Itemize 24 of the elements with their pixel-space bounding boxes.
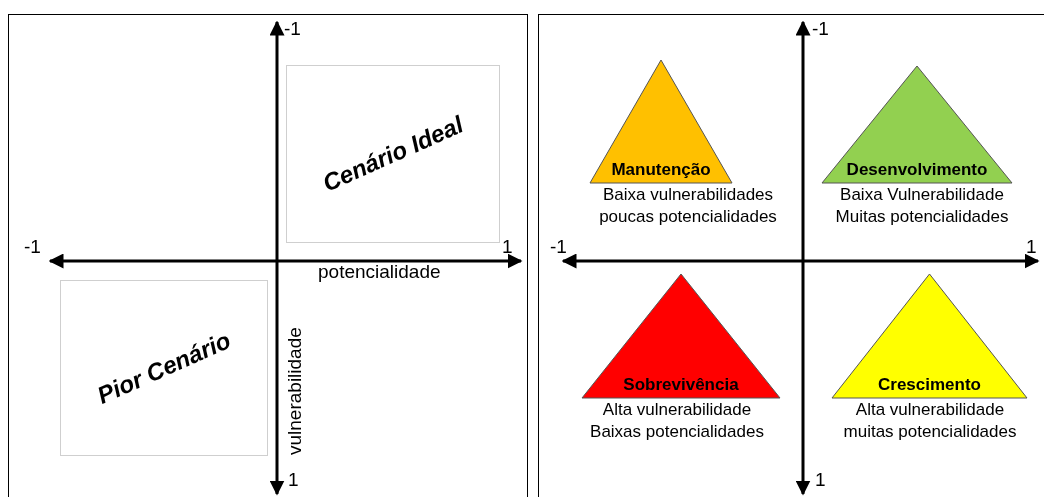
axis-title: potencialidade [318, 262, 441, 281]
triangle-title: Crescimento [878, 375, 981, 395]
triangle-title: Sobrevivência [623, 375, 739, 395]
quadrant-description: Baixa Vulnerabilidade Muitas potencialidades [834, 184, 1010, 228]
axis-tick-label: -1 [284, 19, 301, 38]
triangle-shape [582, 274, 780, 398]
quadrant-description: Baixa vulnerabilidades poucas potencialidades [598, 184, 778, 228]
axis-tick-label: -1 [24, 237, 41, 256]
axis-title: vulnerabilidade [285, 327, 304, 455]
axis-tick-label: -1 [812, 19, 829, 38]
triangle-title: Manutenção [611, 160, 711, 180]
triangle-shape [832, 274, 1027, 398]
axis-tick-label: 1 [815, 470, 826, 489]
triangle-shape [590, 60, 732, 183]
triangle-title: Desenvolvimento [846, 160, 988, 180]
quadrant-description: Alta vulnerabilidade Baixas potencialidades [589, 399, 765, 443]
axis-tick-label: 1 [502, 237, 513, 256]
quadrant-description: Alta vulnerabilidade muitas potencialidades [842, 399, 1018, 443]
scenario-zone [60, 280, 268, 456]
scenario-zone [286, 65, 500, 243]
axis-tick-label: 1 [288, 470, 299, 489]
triangle-shape [822, 66, 1012, 183]
axis-tick-label: -1 [550, 237, 567, 256]
axis-tick-label: 1 [1026, 237, 1037, 256]
